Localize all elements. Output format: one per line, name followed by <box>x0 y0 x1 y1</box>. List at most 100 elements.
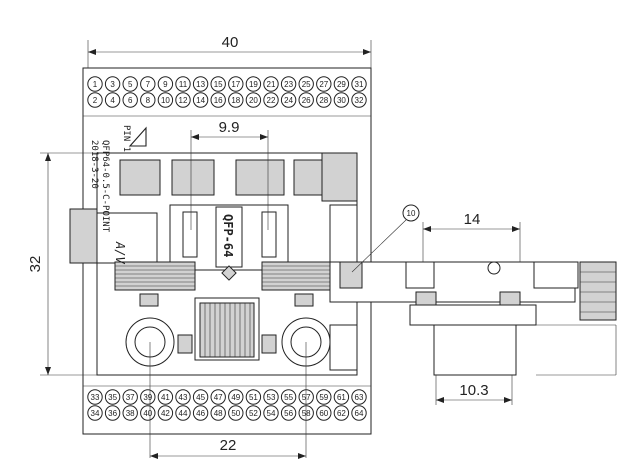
pin-number: 35 <box>108 393 117 402</box>
mounting-hole-right <box>281 317 331 367</box>
pin-circle <box>140 405 156 421</box>
pin-number: 6 <box>128 96 133 105</box>
pin-circle <box>228 389 244 405</box>
pin-circle <box>122 92 138 108</box>
pin-circle <box>333 76 350 92</box>
pin-circle <box>316 405 332 421</box>
pin-number: 63 <box>355 393 364 402</box>
pin-circle <box>333 92 350 108</box>
pin-circle <box>104 389 121 405</box>
pin-number: 2 <box>93 96 98 105</box>
pin-number: 24 <box>284 96 293 105</box>
pin-number: 14 <box>196 96 205 105</box>
svg-text:14: 14 <box>464 211 481 228</box>
pin-circle <box>192 92 209 108</box>
pin-circle <box>245 405 262 421</box>
pin-circle <box>263 92 279 108</box>
pin-number: 47 <box>214 393 223 402</box>
pin-circle <box>298 76 314 92</box>
pin-circle <box>333 389 350 405</box>
pin-number: 9 <box>163 80 168 89</box>
pin-circle <box>87 405 103 421</box>
pin-number: 12 <box>179 96 188 105</box>
pin-circle <box>263 405 279 421</box>
dimension-overall-width: 40 <box>87 34 372 68</box>
pin-circle <box>280 389 297 405</box>
pin-circle <box>263 76 279 92</box>
pin-number: 32 <box>355 96 364 105</box>
pin-number: 19 <box>249 80 258 89</box>
pin-circle <box>210 76 226 92</box>
pin-number: 8 <box>146 96 151 105</box>
pin-circle <box>351 76 367 92</box>
pin-circle <box>104 92 121 108</box>
board-label-line2: 2018-3-20 <box>89 140 99 189</box>
pin-circle <box>245 92 262 108</box>
pin-number: 59 <box>319 393 328 402</box>
pin-number: 28 <box>319 96 328 105</box>
pin-circle <box>157 405 174 421</box>
pin-number: 3 <box>110 80 115 89</box>
pin-number: 58 <box>302 409 311 418</box>
pin-circle <box>157 76 174 92</box>
pin-circle <box>192 76 209 92</box>
pin-number: 37 <box>126 393 135 402</box>
pin-number: 29 <box>337 80 346 89</box>
pin-circle <box>192 405 209 421</box>
pin-number: 15 <box>214 80 223 89</box>
pin-number: 60 <box>319 409 328 418</box>
pin-number: 38 <box>126 409 135 418</box>
pin-number: 30 <box>337 96 346 105</box>
pin-circle <box>280 92 297 108</box>
side-view <box>329 261 617 376</box>
pin-circle <box>175 76 191 92</box>
pin1-label: PIN 1 <box>121 125 131 152</box>
pin-number: 52 <box>249 409 258 418</box>
dimension-chip-width: 9.9 <box>190 119 269 230</box>
dimension-hole-spacing: 22 <box>149 342 307 459</box>
pin-number: 11 <box>179 80 188 89</box>
pin-circle <box>280 405 297 421</box>
board-label-line1: QFP64-0.5-C-POINT <box>100 140 110 233</box>
pin-number: 46 <box>196 409 205 418</box>
pin-circle <box>316 76 332 92</box>
pin-number: 54 <box>267 409 276 418</box>
contact-springs-right <box>261 261 331 291</box>
pin-circle <box>122 76 138 92</box>
pin-number: 43 <box>179 393 188 402</box>
pin-circle <box>316 389 332 405</box>
pin-circle <box>228 92 244 108</box>
dimension-side-inner: 10.3 <box>435 375 513 405</box>
dimension-overall-height: 32 <box>27 152 97 376</box>
pin-number: 57 <box>302 393 311 402</box>
pin-circle <box>298 92 314 108</box>
pin-circle <box>245 76 262 92</box>
pin-number: 40 <box>143 409 152 418</box>
pin-number: 33 <box>91 393 100 402</box>
pin-circle <box>228 405 244 421</box>
pin-number: 34 <box>91 409 100 418</box>
pin-number: 18 <box>231 96 240 105</box>
pin-number: 53 <box>267 393 276 402</box>
pin-circle <box>87 76 103 92</box>
pin-circle <box>157 389 174 405</box>
pin-number: 55 <box>284 393 293 402</box>
pin-circle <box>316 92 332 108</box>
pin-circle <box>280 76 297 92</box>
pin-number: 49 <box>231 393 240 402</box>
pin-number: 7 <box>146 80 151 89</box>
pin-number: 56 <box>284 409 293 418</box>
pin-number: 48 <box>214 409 223 418</box>
pin-circle <box>351 389 367 405</box>
pin-circle <box>140 76 156 92</box>
callout-marker: 10 <box>351 204 420 273</box>
pin-circle <box>263 389 279 405</box>
pin-circle <box>122 389 138 405</box>
pin-circle <box>104 76 121 92</box>
svg-text:32: 32 <box>27 256 44 273</box>
pin-circle <box>210 405 226 421</box>
brand-mark: A/V <box>113 241 127 264</box>
pin-circle <box>87 92 103 108</box>
